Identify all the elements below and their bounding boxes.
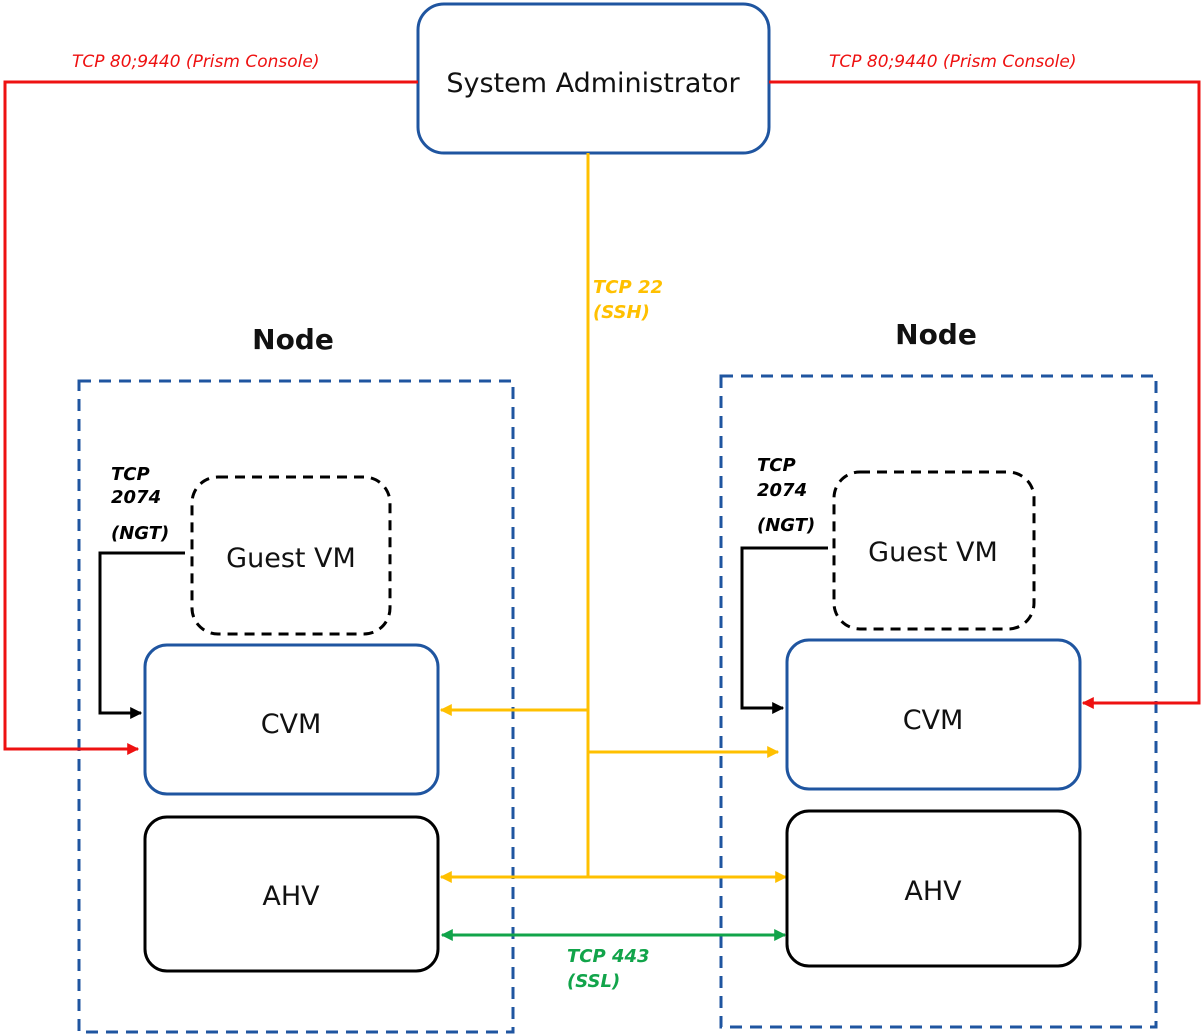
ssh-label-line2: (SSH) (593, 302, 650, 323)
ahv-right-label: AHV (904, 876, 962, 907)
guest-vm-right-label: Guest VM (868, 537, 998, 568)
ssl-label-line2: (SSL) (567, 971, 620, 992)
cvm-left-label: CVM (261, 709, 322, 740)
system-administrator-label: System Administrator (446, 68, 740, 99)
cvm-right-box (785, 638, 1082, 791)
ngt-label-left-line2: 2074 (111, 487, 161, 508)
ngt-label-right-line3: (NGT) (757, 515, 815, 536)
guest-vm-right-box (832, 470, 1036, 631)
ssl-label-line1: TCP 443 (567, 946, 650, 967)
ngt-connector-left (98, 551, 185, 719)
prism-connector-right (769, 80, 1201, 709)
guest-vm-left-label: Guest VM (226, 543, 356, 574)
node-right-title: Node (895, 318, 977, 351)
ngt-label-right-line2: 2074 (757, 480, 807, 501)
prism-label-right: TCP 80;9440 (Prism Console) (829, 52, 1076, 72)
ahv-left-box (143, 815, 440, 973)
node-left-boundary (77, 379, 515, 1034)
cvm-left-box (143, 643, 440, 796)
system-administrator-box (416, 2, 771, 155)
node-left-title: Node (252, 323, 334, 356)
prism-label-left: TCP 80;9440 (Prism Console) (72, 52, 319, 72)
ahv-right-box (785, 809, 1082, 968)
prism-connector-left (3, 80, 418, 755)
ngt-connector-right (740, 546, 828, 714)
cvm-right-label: CVM (903, 705, 964, 736)
ssh-label-line1: TCP 22 (593, 277, 663, 298)
ahv-left-label: AHV (262, 881, 320, 912)
ngt-label-left-line1: TCP (111, 464, 150, 485)
ngt-label-right-line1: TCP (757, 455, 796, 476)
guest-vm-left-box (190, 475, 392, 636)
ngt-label-left-line3: (NGT) (111, 523, 169, 544)
